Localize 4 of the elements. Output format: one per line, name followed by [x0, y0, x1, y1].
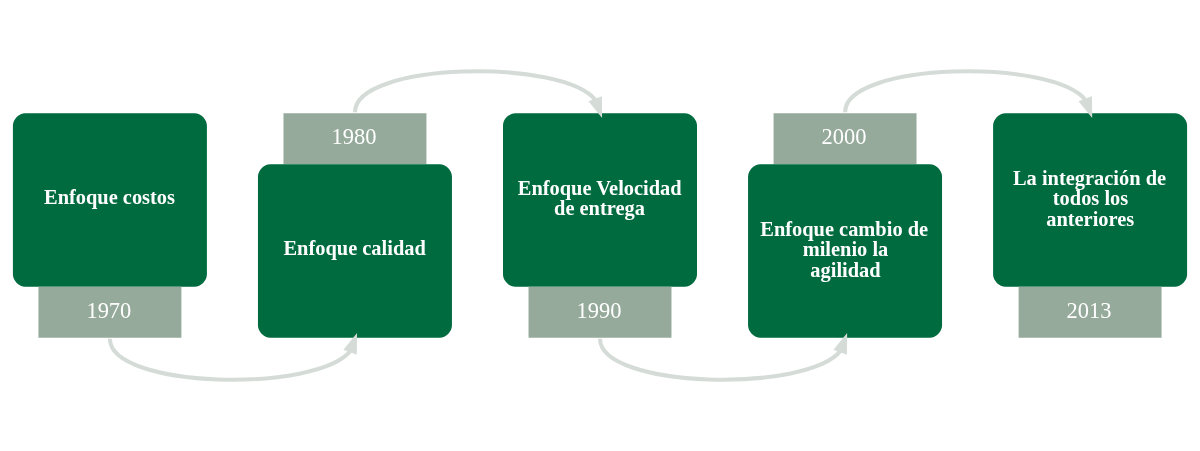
arrow [598, 333, 848, 382]
arrow [107, 333, 358, 382]
arrow [353, 69, 603, 118]
arrow [843, 69, 1093, 118]
